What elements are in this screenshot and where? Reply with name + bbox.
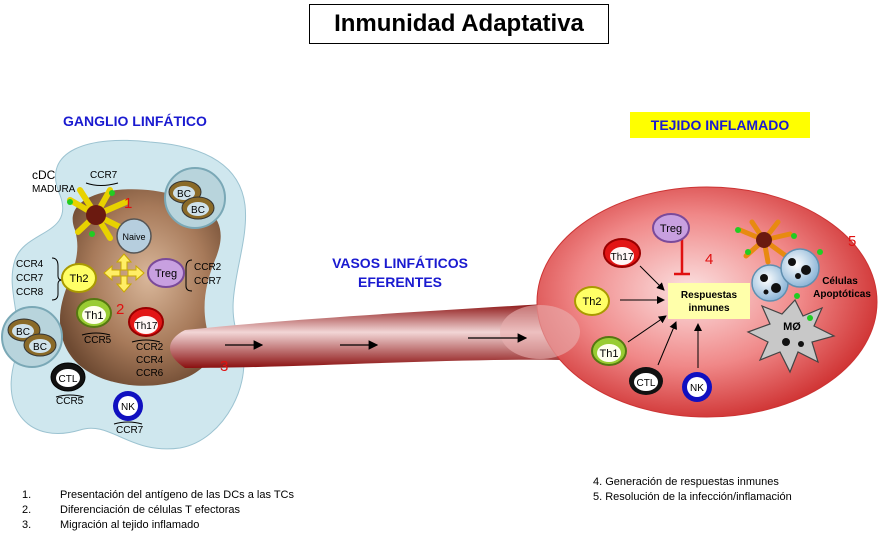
vessel-heading-line2: EFERENTES bbox=[358, 274, 442, 290]
ccr-label: CCR4 bbox=[136, 355, 164, 366]
step-number: 2 bbox=[116, 301, 124, 318]
cdc-sublabel: MADURA bbox=[32, 184, 76, 195]
th2-cell: Th2 bbox=[61, 263, 97, 293]
responses-label: inmunes bbox=[688, 303, 730, 314]
ccr-brace bbox=[131, 339, 161, 343]
macrophage-label: MØ bbox=[783, 321, 801, 333]
th2-label: Th2 bbox=[583, 296, 602, 308]
legend-text: Migración al tejido inflamado bbox=[60, 519, 200, 531]
step-number: 5 bbox=[848, 233, 856, 250]
ccr-brace bbox=[81, 332, 111, 336]
ccr-label: CCR5 bbox=[56, 396, 84, 407]
ccr-label: CCR7 bbox=[16, 273, 44, 284]
cdc-label: cDC bbox=[32, 168, 56, 182]
ccr7-brace bbox=[85, 182, 119, 186]
tissue-heading: TEJIDO INFLAMADO bbox=[651, 117, 790, 133]
treg-cell-tissue: Treg bbox=[652, 213, 690, 243]
legend-text: Presentación del antígeno de las DCs a l… bbox=[60, 489, 294, 501]
th2-cell-tissue: Th2 bbox=[574, 286, 610, 316]
ccr-label: CCR4 bbox=[16, 259, 44, 270]
treg-inhibition bbox=[674, 238, 690, 276]
lymphatic-vessel bbox=[170, 303, 560, 368]
vessel-entry bbox=[500, 305, 580, 359]
tissue-arrows bbox=[620, 265, 702, 368]
bc-cluster-left: BC BC bbox=[1, 306, 63, 368]
legend-number: 3. bbox=[22, 519, 32, 531]
naive-t-cell: Naive bbox=[116, 218, 152, 254]
ctl-cell: CTL bbox=[50, 362, 86, 392]
dendritic-cell bbox=[67, 187, 129, 241]
ctl-label: CTL bbox=[637, 378, 656, 389]
bc-label: BC bbox=[16, 327, 30, 338]
step-number: 3 bbox=[220, 358, 228, 375]
ccr-label: CCR5 bbox=[84, 335, 112, 346]
th1-cell: Th1 bbox=[76, 298, 112, 328]
th2-label: Th2 bbox=[70, 273, 89, 285]
ccr-label: CCR2 bbox=[194, 262, 222, 273]
nk-cell: NK bbox=[113, 391, 143, 421]
treg-label: Treg bbox=[155, 268, 177, 280]
step-number: 4 bbox=[705, 251, 713, 268]
legend-left: 1. Presentación del antígeno de las DCs a… bbox=[22, 488, 294, 533]
th17-cell: Th17 bbox=[128, 307, 164, 337]
ctl-label: CTL bbox=[59, 374, 78, 385]
dendritic-cell-tissue bbox=[735, 219, 797, 265]
treg-cell: Treg bbox=[147, 258, 185, 288]
migration-arrows bbox=[225, 333, 528, 350]
ccr-label: CCR6 bbox=[136, 368, 164, 379]
ccr-label: CCR7 bbox=[116, 425, 144, 436]
legend-text: Diferenciación de células T efectoras bbox=[60, 504, 240, 516]
nk-label: NK bbox=[121, 402, 135, 413]
legend-text: 5. Resolución de la infección/inflamació… bbox=[593, 491, 792, 503]
ccr-label: CCR2 bbox=[136, 342, 164, 353]
ccr-brace bbox=[185, 259, 193, 292]
th17-cell-tissue: Th17 bbox=[603, 238, 641, 268]
apoptotic-cells bbox=[751, 248, 823, 302]
nk-cell-tissue: NK bbox=[682, 372, 712, 402]
ccr-brace bbox=[55, 394, 85, 398]
ccr-label: CCR7 bbox=[194, 276, 222, 287]
treg-label: Treg bbox=[660, 223, 682, 235]
bc-label: BC bbox=[177, 189, 191, 200]
bc-label: BC bbox=[33, 342, 47, 353]
legend-right: 4. Generación de respuestas inmunes 5. R… bbox=[593, 475, 792, 505]
differentiation-arrows bbox=[103, 253, 145, 293]
responses-label: Respuestas bbox=[681, 290, 738, 301]
legend-text: 4. Generación de respuestas inmunes bbox=[593, 476, 779, 488]
nk-label: NK bbox=[690, 383, 704, 394]
th17-label: Th17 bbox=[611, 252, 634, 263]
page-title: Inmunidad Adaptativa bbox=[309, 4, 609, 44]
th1-label: Th1 bbox=[600, 348, 619, 360]
legend-number: 1. bbox=[22, 489, 32, 501]
apoptotic-label: Células bbox=[822, 276, 858, 287]
ccr-label: CCR8 bbox=[16, 287, 44, 298]
immune-responses-box bbox=[668, 283, 750, 319]
step-number: 1 bbox=[124, 195, 132, 212]
bc-label: BC bbox=[191, 205, 205, 216]
apoptotic-label: Apoptóticas bbox=[813, 289, 871, 300]
tissue-heading-bg bbox=[630, 112, 810, 138]
naive-label: Naive bbox=[122, 232, 145, 242]
vessel-heading-line1: VASOS LINFÁTICOS bbox=[332, 255, 468, 271]
ccr-brace bbox=[113, 421, 143, 425]
ctl-cell-tissue: CTL bbox=[629, 367, 663, 395]
macrophage: MØ bbox=[746, 298, 836, 374]
legend-number: 2. bbox=[22, 504, 32, 516]
th1-label: Th1 bbox=[85, 310, 104, 322]
ccr7-label: CCR7 bbox=[90, 170, 118, 181]
lymph-node-heading: GANGLIO LINFÁTICO bbox=[63, 113, 207, 129]
th1-cell-tissue: Th1 bbox=[591, 336, 627, 366]
bc-cluster-top: BC BC bbox=[164, 167, 226, 229]
th17-label: Th17 bbox=[135, 321, 158, 332]
